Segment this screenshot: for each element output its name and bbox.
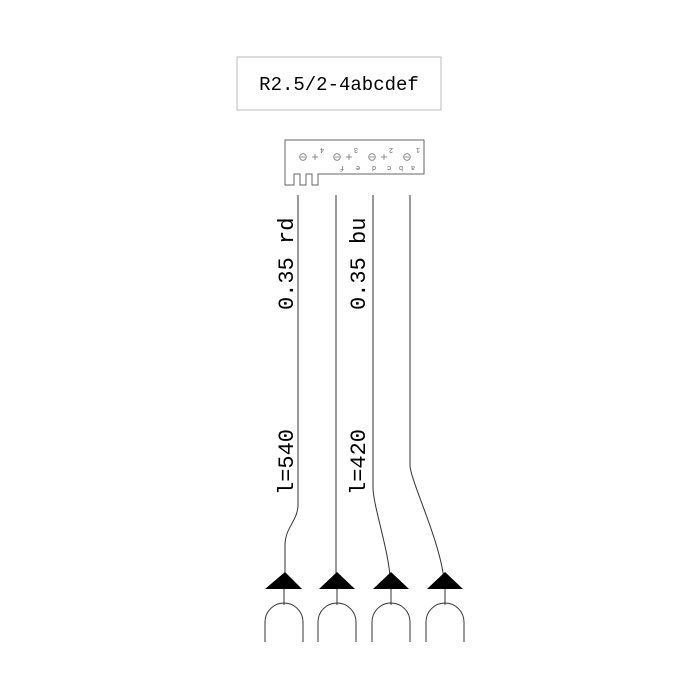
terminals (264, 572, 465, 642)
connector-pin-symbols (299, 153, 411, 161)
part-number-label: R2.5/2-4abcdef (236, 56, 442, 111)
wire-labels: 0.35 rd 0.35 bu l=540 l=420 (275, 218, 372, 495)
terminal-2 (317, 572, 357, 642)
terminal-1 (264, 572, 304, 642)
wires (284, 195, 445, 581)
wire-1-length: l=540 (275, 429, 300, 495)
pin-marker (299, 153, 307, 161)
pin-marker (403, 153, 411, 161)
part-number-text: R2.5/2-4abcdef (259, 74, 419, 96)
pin-number-3: 3 (354, 145, 358, 153)
pin-marker (333, 153, 341, 161)
terminal-triangle (373, 572, 409, 589)
terminal-3 (371, 572, 411, 642)
terminal-triangle (319, 572, 355, 589)
terminal-arc (264, 602, 304, 642)
terminal-triangle (265, 572, 302, 589)
terminal-arc (425, 602, 465, 642)
connector-outline (284, 139, 425, 186)
terminal-arc (371, 602, 411, 642)
contact-letter-d: d (372, 163, 376, 171)
wire-1-spec: 0.35 rd (275, 218, 300, 310)
wire-2-spec: 0.35 bu (347, 218, 372, 310)
pin-number-4: 4 (320, 145, 324, 153)
terminal-4 (425, 572, 465, 642)
contact-letter-c: c (387, 163, 391, 171)
pin-number-2: 2 (389, 145, 393, 153)
wire-3 (372, 195, 391, 581)
connector-housing: 4 3 2 1 a b c d e f (284, 139, 425, 186)
contact-letter-f: f (340, 163, 344, 171)
pin-marker (368, 153, 376, 161)
wire-2-length: l=420 (347, 429, 372, 495)
wire-1 (284, 195, 299, 580)
contact-letter-e: e (356, 163, 360, 171)
wire-4 (409, 195, 445, 581)
terminal-arc (317, 602, 357, 642)
contact-letter-b: b (399, 163, 403, 171)
part-number-box (236, 56, 442, 111)
pin-number-1: 1 (416, 145, 420, 153)
terminal-triangle (427, 572, 463, 589)
contact-letter-a: a (411, 163, 415, 171)
